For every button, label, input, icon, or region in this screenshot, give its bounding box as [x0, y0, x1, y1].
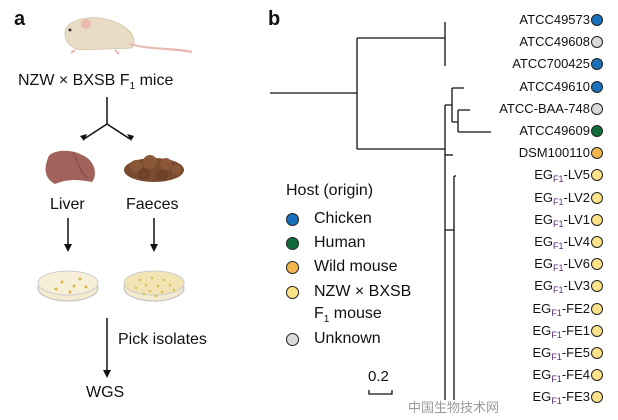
leaf-label: EGF1-LV6 [534, 256, 590, 274]
leaf-label: EGF1-FE2 [532, 300, 590, 318]
tree-lower-clade [357, 105, 446, 400]
scale-bar [368, 390, 393, 395]
legend-title: Host (origin) [286, 182, 374, 199]
host-color-dot [591, 213, 603, 226]
host-color-dot [591, 191, 603, 204]
leaf-label: EGF1-LV5 [534, 167, 590, 185]
leaf-label: EGF1-LV4 [534, 234, 590, 252]
tree-atcc-subclade [445, 87, 491, 133]
panel-a-graphics [37, 17, 193, 378]
leaf-label: ATCC700425 [512, 56, 590, 72]
leaf-label: DSM100110 [518, 145, 590, 161]
host-color-dot [591, 236, 603, 248]
leaf-label: EGF1-LV1 [534, 211, 590, 229]
host-color-dot [591, 169, 603, 182]
host-color-dot [591, 80, 603, 93]
chicken-color-icon [286, 213, 299, 226]
liver-illustration [45, 150, 95, 184]
host-color-dot [591, 58, 603, 71]
leaf-label: ATCC49609 [519, 123, 590, 138]
unknown-color-icon [286, 333, 299, 346]
host-color-dot [591, 391, 603, 404]
tree-upper-clade [357, 22, 446, 66]
host-color-dot [591, 324, 603, 337]
host-color-dot [591, 102, 603, 115]
mice-label: NZW × BXSB F1 mice [18, 72, 174, 93]
leaf-label: ATCC-BAA-748 [499, 100, 590, 116]
f1-mouse-color-icon [286, 286, 299, 299]
leaf-label: EGF1-FE1 [532, 322, 590, 340]
liver-label: Liver [50, 196, 85, 213]
scale-bar-label: 0.2 [368, 368, 389, 385]
host-color-dot [591, 347, 603, 359]
host-color-dot [591, 369, 603, 382]
host-color-dot [591, 14, 603, 26]
host-color-dot [591, 36, 603, 49]
faeces-plate-illustration [123, 270, 185, 302]
host-color-dot [591, 125, 603, 137]
watermark: 中国生物技术网 [408, 400, 500, 415]
leaf-label: EGF1-FE4 [532, 367, 590, 385]
host-color-dot [591, 258, 603, 271]
leaf-label: EGF1-FE3 [532, 389, 590, 407]
leaf-label: ATCC49610 [519, 78, 590, 94]
leaf-label: ATCC49608 [519, 34, 590, 50]
mouse-illustration [64, 17, 193, 55]
panel-a-label: a [14, 8, 26, 30]
pick-isolates-label: Pick isolates [118, 331, 207, 348]
tree-eg-clade [445, 175, 456, 400]
host-color-dot [591, 302, 603, 315]
split-arrow [83, 97, 131, 140]
panel-b-label: b [268, 8, 281, 30]
wgs-label: WGS [86, 384, 125, 401]
leaf-label: ATCC49573 [519, 12, 590, 27]
faeces-label: Faeces [126, 196, 179, 213]
leaf-label: EGF1-LV3 [534, 278, 590, 296]
leaf-label: EGF1-FE5 [532, 345, 590, 363]
faeces-illustration [124, 155, 184, 182]
wild-mouse-color-icon [286, 261, 299, 274]
liver-plate-illustration [37, 270, 99, 302]
host-color-dot [591, 147, 603, 160]
host-color-dot [591, 280, 603, 293]
tree-root-branch [270, 38, 358, 149]
leaf-label: EGF1-LV2 [534, 189, 590, 207]
human-color-icon [286, 237, 299, 250]
